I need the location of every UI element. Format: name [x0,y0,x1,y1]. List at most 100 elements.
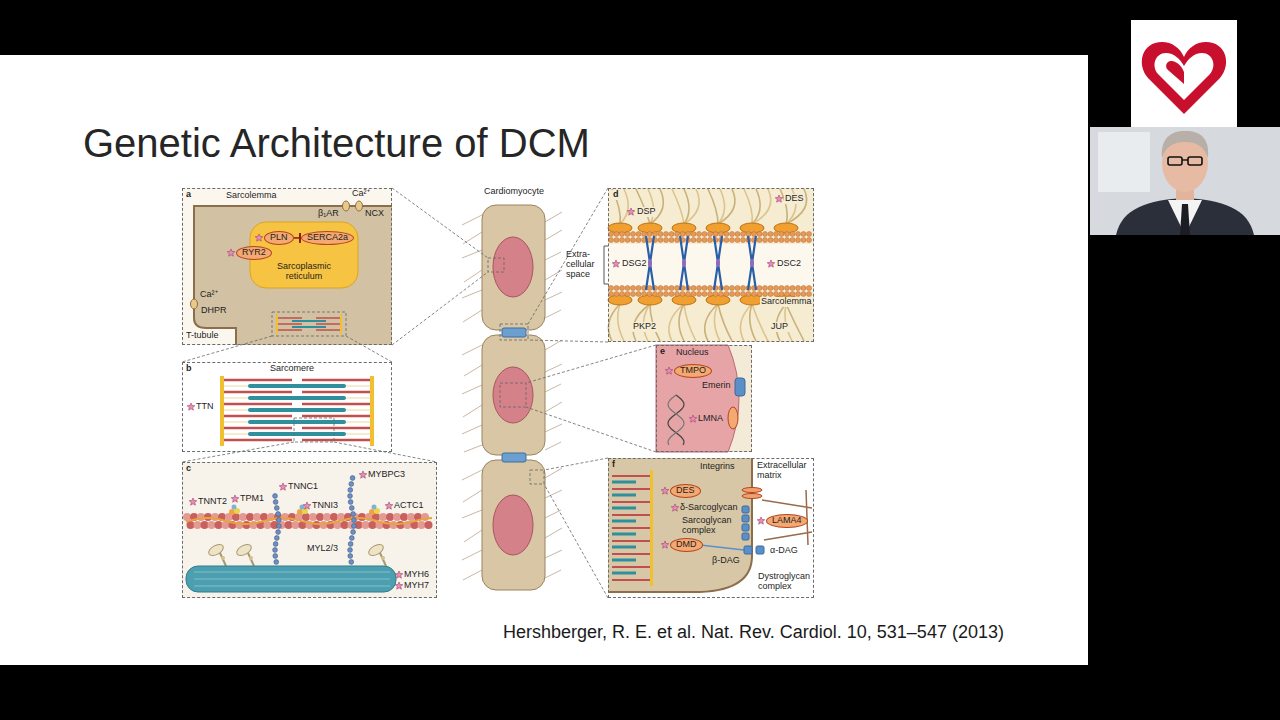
thick-filament [612,546,636,549]
sarcolemma-membrane [194,206,392,345]
intermediate-filament [672,189,684,224]
membrane-lipid [724,292,729,297]
thin-filament [612,540,650,542]
intermediate-filament [612,189,620,224]
part-label: Ca²⁺ [200,290,218,300]
panel-letter: d [612,190,620,200]
membrane-lipid [697,238,702,243]
binding-protein-bead [348,494,353,499]
dna-strand [668,395,684,445]
actin-monomer [204,513,212,521]
gene-name: LAMA4 [772,516,802,526]
intermediate-filament [718,304,732,341]
actin-monomer [239,513,247,521]
membrane-lipid [708,232,713,237]
membrane-lipid [702,286,707,291]
part-label: TPM1 [240,494,264,504]
actin-monomer [309,513,317,521]
region-name: Sarcomere [270,364,314,374]
membrane-lipid [620,238,625,243]
membrane-lipid [724,232,729,237]
membrane-lipid [680,232,685,237]
thick-filament [292,320,326,322]
part-label: ACTC1 [394,501,424,511]
actin-monomer [236,521,244,529]
gene-oval: RYR2 [236,246,272,260]
region-name: Sarcoplasmic reticulum [269,262,339,282]
membrane-lipid [609,232,614,237]
mutation-star [395,582,403,589]
membrane-lipid [719,232,724,237]
dystroglycan-unit [744,546,752,554]
actin-monomer [285,521,293,529]
zoom-box [530,470,544,484]
membrane-lipid [609,238,614,243]
binding-protein-bead [273,548,278,553]
light-chain [249,556,253,560]
panel-illustrations [182,188,814,598]
membrane-lipid [801,292,806,297]
binding-protein-bead [348,548,353,553]
part-label: TNNI3 [312,501,338,511]
membrane-lipid [757,238,762,243]
mutation-star [612,260,620,267]
membrane-lipid [631,232,636,237]
part-label: TTN [196,402,214,412]
membrane-lipid [658,292,663,297]
part-label: α-DAG [770,546,798,556]
membrane-lipid [669,232,674,237]
mutation-star [671,504,679,511]
membrane-lipid [801,238,806,243]
sarcoglycan-unit [742,515,749,522]
gene-oval: SERCA2a [301,231,354,245]
membrane-lipid [785,232,790,237]
membrane-lipid [763,292,768,297]
membrane-lipid [636,232,641,237]
filament-stripe [194,586,390,587]
membrane-lipid [636,292,641,297]
membrane-lipid [614,238,619,243]
myosin-neck [220,553,226,566]
logo-heart-inner [1155,53,1214,100]
membrane-lipid [790,232,795,237]
thick-filament [612,507,636,510]
intermediate-filament [752,189,771,224]
membrane-lipid [708,238,713,243]
thin-filament [612,488,650,490]
membrane-lipid [796,232,801,237]
cell-nucleus [493,237,533,297]
membrane-lipid [796,286,801,291]
mutation-star [189,498,197,505]
part-label: β₁AR [318,209,339,219]
membrane-lipid [675,238,680,243]
integrin-symbol [742,494,762,499]
part-label: Ca²⁺ [352,189,370,199]
membrane-lipid [686,292,691,297]
membrane-lipid [768,286,773,291]
intermediate-filament [620,189,628,224]
gene-oval: PLN [264,231,294,245]
part-label: MYH7 [404,581,429,591]
binding-protein-bead [351,524,356,529]
inhibition-connector [294,237,300,239]
actin-monomer [390,521,398,529]
membrane-lipid [796,238,801,243]
gene-oval: LAMA4 [766,514,808,528]
mutation-star [689,415,697,422]
troponin-subunit [372,505,377,510]
membrane-lipid [763,286,768,291]
binding-protein-bead [348,500,353,505]
membrane-lipid [807,232,812,237]
zoom-line [182,442,437,462]
membrane-lipid [768,238,773,243]
cell-nucleus [493,367,533,423]
panel-letter: c [186,464,191,474]
intermediate-filament [684,189,689,224]
panel-ground [182,362,392,452]
membrane-lipid [675,286,680,291]
mutation-star [775,195,783,202]
receptor-symbol [343,201,350,211]
membrane-lipid [614,292,619,297]
membrane-lipid [625,232,630,237]
